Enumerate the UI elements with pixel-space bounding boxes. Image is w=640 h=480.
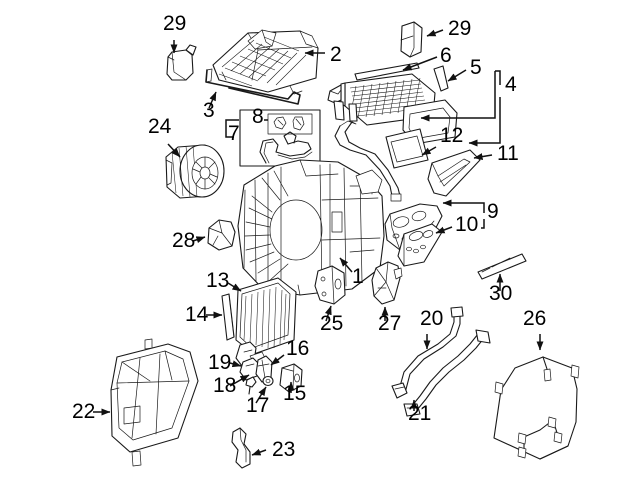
callout-label-control-bracket: 27: [378, 312, 401, 335]
part-retainer-clip-right: [400, 21, 423, 58]
part-evaporator-seal-strip: [221, 293, 235, 341]
callout-label-group: 1234567891011121314151617181920212223242…: [72, 12, 546, 461]
part-seal-small: [433, 65, 449, 92]
part-core-frame-seal: [385, 128, 429, 169]
callout-label-sensor-probe: 30: [489, 282, 512, 305]
callout-label-liquid-line-hose: 21: [408, 402, 431, 425]
part-o-ring: [262, 375, 274, 387]
part-air-duct-vane: [427, 149, 481, 197]
callout-label-cover-clip: 28: [172, 229, 195, 252]
part-evaporator-core: [235, 277, 297, 367]
callout-label-actuator-motor: 25: [320, 312, 343, 335]
callout-label-o-ring: 17: [246, 394, 269, 417]
callout-label-mounting-bracket-upper: 9: [487, 200, 499, 223]
callout-label-clamp-plate: 16: [286, 337, 309, 360]
callout-label-case-cover-upper: 2: [330, 43, 342, 66]
part-cover-clip: [207, 219, 236, 251]
callout-label-retaining-wire-clip: 3: [203, 99, 215, 122]
part-duct-tube: [334, 120, 402, 202]
callout-label-evaporator-seal-strip: 14: [185, 303, 209, 326]
part-bolt-fastener: [245, 376, 257, 395]
callout-label-expansion-valve: 15: [283, 382, 306, 405]
part-case-cover-upper: [212, 29, 319, 95]
callout-label-retainer-clip-left: 29: [163, 12, 186, 35]
callout-label-retainer-clip-right: 29: [448, 17, 471, 40]
part-air-intake-duct-box: [110, 338, 199, 467]
part-drain-hose: [231, 427, 251, 469]
callout-label-grommet-pair: 8: [252, 105, 264, 128]
callout-label-heater-core-assembly: 4: [505, 73, 517, 96]
callout-label-drain-hose: 23: [272, 438, 295, 461]
callout-label-suction-line-hose: 20: [420, 307, 443, 330]
part-heater-core-assembly: [327, 73, 458, 145]
callout-label-air-duct-vane: 11: [497, 142, 519, 165]
part-actuator-motor: [314, 265, 346, 305]
callout-label-core-seal-strip: 6: [440, 44, 452, 67]
callout-label-bolt-fastener: 18: [213, 374, 236, 397]
part-sensor-probe: [477, 253, 527, 280]
part-control-bracket: [371, 261, 403, 305]
part-blower-motor: [165, 144, 225, 199]
part-wiring-harness: [493, 356, 580, 460]
part-expansion-valve: [279, 363, 303, 393]
callout-leaders: [93, 29, 544, 456]
callout-label-wiring-harness: 26: [523, 307, 546, 330]
callout-label-seal-small: 5: [470, 56, 482, 79]
callout-label-air-intake-duct-box: 22: [72, 400, 95, 423]
callout-label-tube-block-fitting: 19: [208, 351, 231, 374]
callout-label-hose-kit-box: 7: [228, 122, 240, 145]
part-suction-line-hose: [391, 306, 464, 399]
callout-label-mounting-bracket-lower: 10: [455, 213, 478, 236]
callout-label-evaporator-core: 13: [206, 269, 229, 292]
part-hose-kit-box: [239, 109, 321, 167]
part-retainer-clip-left: [166, 44, 197, 81]
callout-label-core-frame-seal: 12: [440, 124, 463, 147]
callout-label-blower-motor: 24: [148, 115, 172, 138]
part-mounting-bracket-lower: [397, 223, 443, 267]
part-tube-block-fitting: [239, 357, 260, 381]
callout-label-heater-case-housing: 1: [352, 265, 364, 288]
part-retaining-wire-clip: [205, 68, 301, 105]
